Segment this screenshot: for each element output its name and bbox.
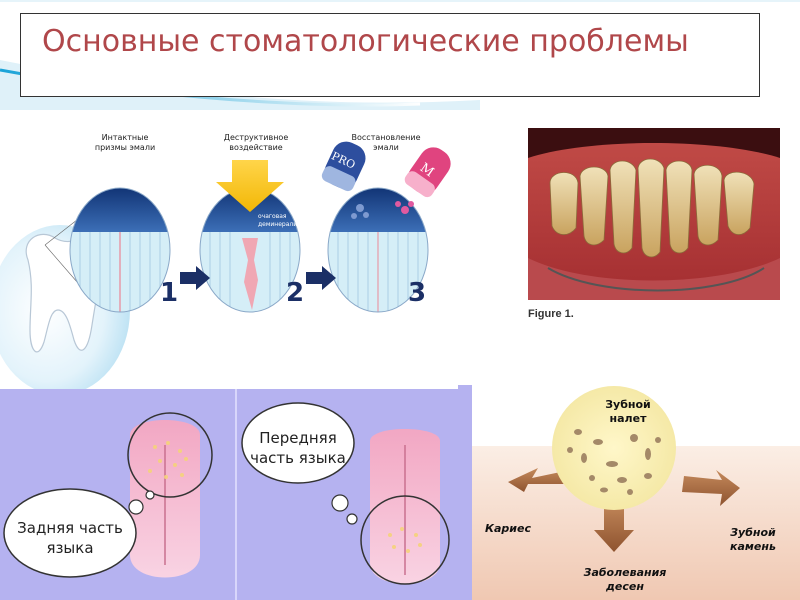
enamel-diagram: [0, 141, 451, 390]
front-tongue-label: Передняя часть языка: [250, 429, 346, 467]
caries-label: Кариес: [485, 522, 531, 535]
tongue-diagram: [0, 385, 472, 600]
enamel-label-destructive: Деструктивное воздействие: [223, 133, 289, 152]
stage-number-3: 3: [408, 278, 427, 308]
enamel-label-restore: Восстановление эмали: [351, 133, 421, 152]
enamel-label-intact: Интактные призмы эмали: [94, 133, 156, 152]
stage-number-1: 1: [160, 278, 179, 308]
gum-disease-label: Заболевания десен: [583, 566, 667, 593]
demineralization-label: очаговая деминерализация: [258, 213, 316, 228]
back-tongue-label: Задняя часть языка: [17, 519, 123, 557]
teeth-photo: [528, 128, 780, 300]
stage-number-2: 2: [286, 278, 305, 308]
plaque-center-label: Зубной налет: [605, 398, 651, 425]
plaque-diagram: [472, 386, 800, 600]
tartar-label: Зубной камень: [730, 526, 776, 553]
figure-caption: Figure 1.: [528, 308, 574, 320]
title-box: [20, 13, 760, 97]
page-title: Основные стоматологические проблемы: [42, 24, 689, 59]
